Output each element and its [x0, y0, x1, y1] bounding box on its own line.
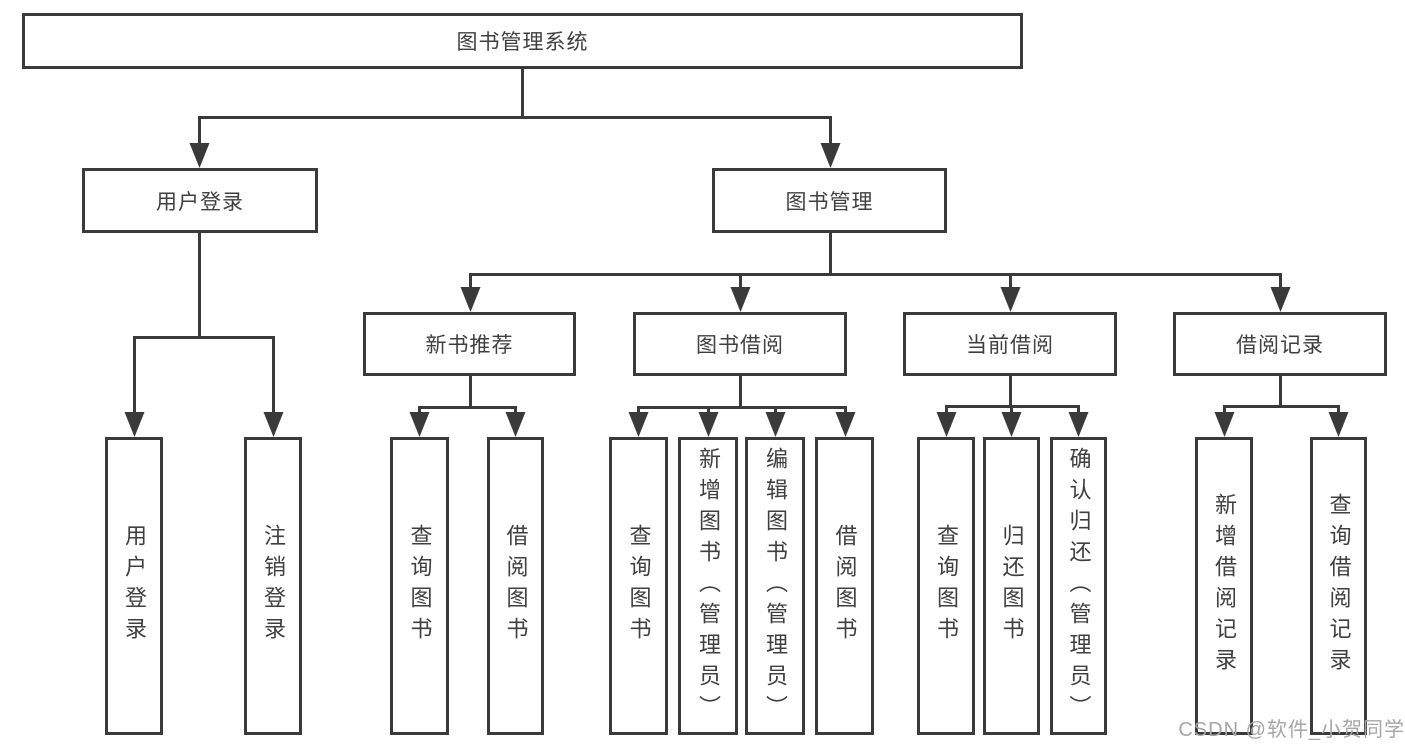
leaf-confirm-return-admin: 确认归还（管理员）	[1050, 437, 1107, 735]
node-label: 用户登录	[156, 190, 244, 214]
node-label: 新书推荐	[425, 334, 514, 357]
node-borrow-records: 借阅记录	[1173, 312, 1387, 376]
arrow-down-icon	[1001, 412, 1022, 437]
arrow-down-icon	[730, 287, 751, 312]
arrow-down-icon	[835, 412, 856, 437]
arrow-down-icon	[1214, 412, 1235, 437]
node-label: 查询借阅记录	[1326, 493, 1352, 679]
node-label: 确认归还（管理员）	[1066, 446, 1092, 726]
arrow-down-icon	[698, 412, 719, 437]
arrow-down-icon	[263, 412, 284, 437]
node-label: 查询图书	[626, 524, 652, 648]
node-label: 新增借阅记录	[1212, 493, 1237, 679]
leaf-query-books-current: 查询图书	[917, 437, 975, 735]
arrow-down-icon	[765, 412, 786, 437]
connector-root-to-level2	[189, 69, 841, 168]
leaf-borrow-books: 借阅图书	[815, 437, 874, 735]
connector-newbookrec-to-leaves	[409, 376, 526, 437]
leaf-add-books-admin: 新增图书（管理员）	[678, 437, 738, 735]
node-label: 借阅图书	[503, 524, 529, 648]
node-label: 新增图书（管理员）	[696, 446, 721, 726]
node-label: 查询图书	[407, 524, 433, 648]
arrow-down-icon	[1000, 287, 1021, 312]
node-label: 借阅记录	[1236, 334, 1324, 357]
leaf-query-borrow-record: 查询借阅记录	[1310, 437, 1367, 735]
node-label: 图书管理	[785, 190, 874, 214]
leaf-user-login: 用户登录	[105, 437, 163, 735]
arrow-down-icon	[460, 287, 481, 312]
node-book-borrow: 图书借阅	[633, 312, 847, 376]
connector-userlogin-to-leaves	[124, 233, 284, 437]
arrow-down-icon	[124, 412, 145, 437]
node-label: 用户登录	[122, 524, 147, 648]
node-label: 编辑图书（管理员）	[763, 446, 788, 726]
node-label: 注销登录	[261, 524, 286, 648]
connector-level2-bracket	[198, 116, 832, 145]
connector-newbookrec-bracket	[418, 406, 517, 414]
node-current-borrow: 当前借阅	[903, 312, 1117, 376]
arrow-down-icon	[820, 143, 841, 168]
leaf-logout: 注销登录	[244, 437, 302, 735]
arrow-down-icon	[189, 143, 210, 168]
node-label: 图书借阅	[696, 334, 784, 357]
leaf-query-books-recommend: 查询图书	[390, 437, 449, 735]
connector-borrowrecords-to-leaves	[1214, 376, 1349, 437]
connector-borrowrecords-bracket	[1223, 405, 1340, 414]
node-book-management: 图书管理	[712, 168, 947, 233]
connector-currentborrow-to-leaves	[936, 376, 1089, 437]
arrow-down-icon	[1328, 412, 1349, 437]
arrow-down-icon	[628, 412, 649, 437]
leaf-return-books: 归还图书	[983, 437, 1040, 735]
leaf-borrow-books-recommend: 借阅图书	[487, 437, 544, 735]
node-label: 当前借阅	[966, 334, 1054, 357]
arrow-down-icon	[505, 412, 526, 437]
connector-bookmgmt-to-level3	[460, 233, 1291, 312]
arrow-down-icon	[936, 412, 957, 437]
node-label: 归还图书	[999, 524, 1025, 648]
connector-userlogin-bracket	[133, 336, 275, 414]
arrow-down-icon	[1270, 287, 1291, 312]
connector-level3-bracket	[469, 273, 1282, 289]
node-label: 借阅图书	[832, 524, 858, 648]
csdn-watermark: CSDN @软件_小贺同学	[1178, 719, 1405, 741]
arrow-down-icon	[409, 412, 430, 437]
node-label: 图书管理系统	[456, 31, 589, 54]
connector-bookborrow-bracket	[637, 406, 847, 414]
node-new-book-recommend: 新书推荐	[363, 312, 576, 376]
arrow-down-icon	[1068, 412, 1089, 437]
node-user-login: 用户登录	[82, 168, 318, 233]
connector-bookborrow-to-leaves	[628, 376, 856, 437]
leaf-query-books-borrow: 查询图书	[609, 437, 668, 735]
node-label: 查询图书	[934, 524, 959, 648]
node-root-system: 图书管理系统	[22, 13, 1023, 69]
leaf-edit-books-admin: 编辑图书（管理员）	[745, 437, 805, 735]
leaf-add-borrow-record: 新增借阅记录	[1195, 437, 1253, 735]
